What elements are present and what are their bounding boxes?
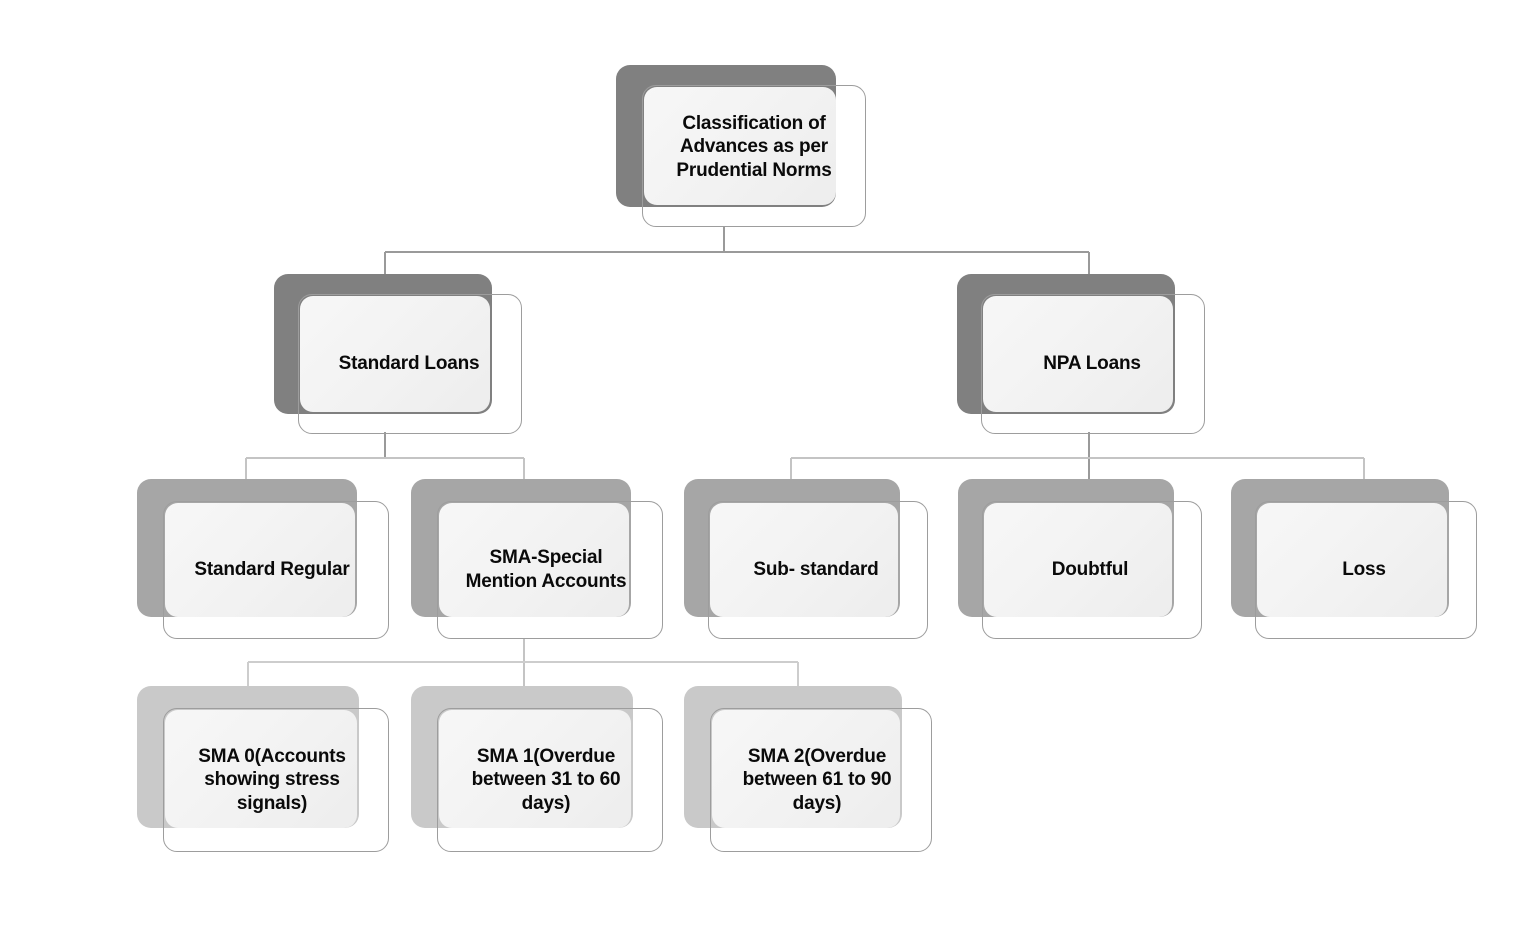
node-standard-loans-outline (298, 294, 522, 434)
node-standard-regular-fill (165, 503, 355, 617)
node-npa-loans-fill (983, 296, 1173, 412)
node-root-outline (642, 85, 866, 227)
node-standard-regular[interactable]: Standard Regular (137, 479, 389, 639)
node-sub-standard-label: Sub- standard (753, 559, 879, 581)
node-sma-1[interactable]: SMA 1(Overdue between 31 to 60 days) (411, 686, 663, 852)
node-sma-2-outline (710, 708, 932, 852)
node-sma-special-outline (437, 501, 663, 639)
node-sub-standard[interactable]: Sub- standard (684, 479, 928, 639)
node-loss-outline (1255, 501, 1477, 639)
node-sma-0[interactable]: SMA 0(Accounts showing stress signals) (137, 686, 389, 852)
node-npa-loans-outline (981, 294, 1205, 434)
node-loss-fill (1257, 503, 1447, 617)
node-standard-regular-label: Standard Regular (194, 559, 350, 581)
node-standard-loans[interactable]: Standard Loans (274, 274, 522, 434)
node-npa-loans-label: NPA Loans (1043, 353, 1141, 375)
node-loss-label: Loss (1342, 559, 1386, 581)
node-doubtful-fill (984, 503, 1172, 617)
node-sma-2[interactable]: SMA 2(Overdue between 61 to 90 days) (684, 686, 932, 852)
node-loss[interactable]: Loss (1231, 479, 1477, 639)
node-sma-0-outline (163, 708, 389, 852)
node-npa-loans[interactable]: NPA Loans (957, 274, 1205, 434)
node-doubtful-label: Doubtful (1051, 559, 1129, 581)
node-sma-2-label: SMA 2(Overdue between 61 to 90 days) (742, 745, 892, 814)
node-sub-standard-outline (708, 501, 928, 639)
node-root-fill (644, 87, 836, 205)
node-sma-0-fill (165, 710, 357, 828)
node-sma-2-fill (712, 710, 900, 828)
node-sub-standard-fill (710, 503, 898, 617)
node-sma-1-label: SMA 1(Overdue between 31 to 60 days) (471, 745, 621, 814)
node-standard-loans-fill (300, 296, 490, 412)
node-sma-special-mention-accounts[interactable]: SMA-Special Mention Accounts (411, 479, 663, 639)
node-doubtful[interactable]: Doubtful (958, 479, 1202, 639)
node-root-label: Classification of Advances as per Pruden… (676, 112, 832, 181)
node-sma-0-label: SMA 0(Accounts showing stress signals) (198, 745, 346, 814)
node-sma-1-fill (439, 710, 631, 828)
node-sma-special-label: SMA-Special Mention Accounts (465, 547, 627, 592)
node-sma-special-fill (439, 503, 629, 617)
node-standard-loans-label: Standard Loans (338, 353, 480, 375)
node-root[interactable]: Classification of Advances as per Pruden… (616, 65, 866, 227)
node-standard-regular-outline (163, 501, 389, 639)
node-doubtful-outline (982, 501, 1202, 639)
node-sma-1-outline (437, 708, 663, 852)
